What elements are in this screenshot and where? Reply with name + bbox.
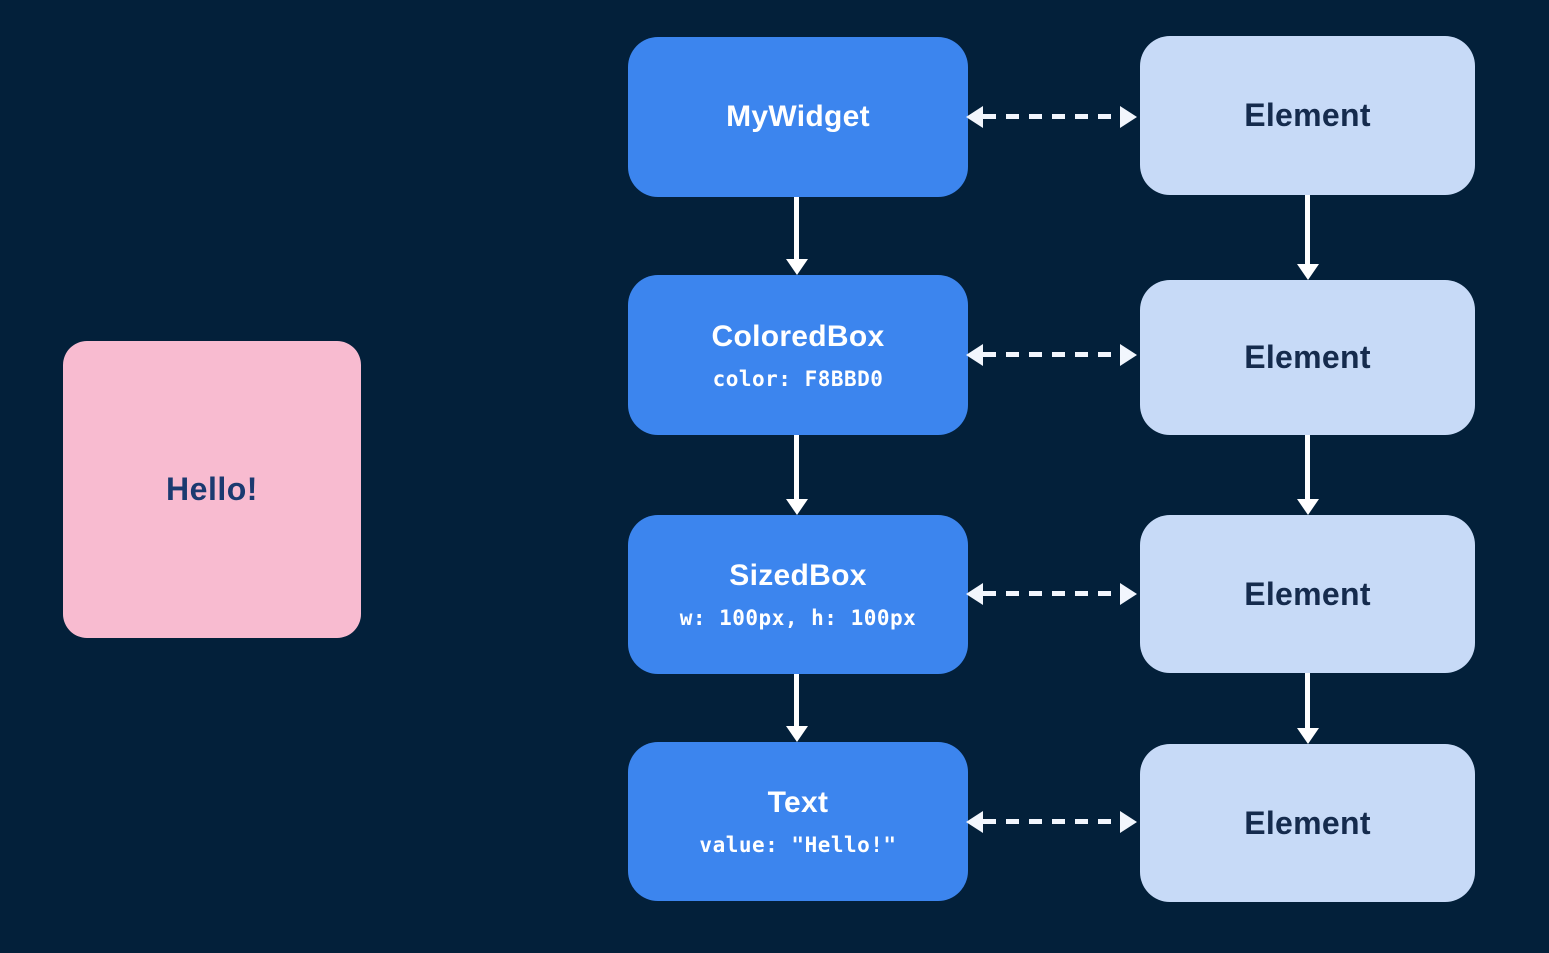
widget-node-title: SizedBox (729, 559, 867, 592)
rendered-output-box: Hello! (63, 341, 361, 638)
widget-child-arrow-3 (794, 674, 799, 726)
widget-node-title: ColoredBox (711, 319, 885, 353)
widget-node-title: MyWidget (726, 100, 870, 133)
element-child-arrow-3 (1305, 673, 1310, 728)
widget-node-coloredbox: ColoredBox color: F8BBD0 (628, 275, 968, 435)
element-node-2: Element (1140, 280, 1475, 435)
widget-node-text: Text value: "Hello!" (628, 742, 968, 901)
widget-node-title: Text (767, 786, 829, 819)
widget-node-mywidget: MyWidget (628, 37, 968, 197)
widget-node-property: value: "Hello!" (699, 833, 897, 857)
element-node-4: Element (1140, 744, 1475, 902)
widget-child-arrow-1 (794, 197, 799, 259)
widget-element-link-arrow-3 (983, 591, 1120, 596)
element-node-3: Element (1140, 515, 1475, 673)
element-node-label: Element (1244, 97, 1371, 133)
widget-element-link-arrow-4 (983, 819, 1120, 824)
element-node-label: Element (1244, 339, 1371, 375)
element-child-arrow-1 (1305, 195, 1310, 264)
hello-text: Hello! (166, 471, 258, 507)
element-node-label: Element (1244, 804, 1371, 841)
widget-child-arrow-2 (794, 435, 799, 499)
element-node-label: Element (1244, 575, 1371, 612)
widget-node-property: color: F8BBD0 (712, 366, 884, 391)
widget-element-link-arrow-1 (983, 114, 1120, 119)
widget-element-link-arrow-2 (983, 352, 1120, 357)
element-child-arrow-2 (1305, 435, 1310, 499)
widget-node-sizedbox: SizedBox w: 100px, h: 100px (628, 515, 968, 674)
widget-node-property: w: 100px, h: 100px (679, 606, 917, 630)
element-node-1: Element (1140, 36, 1475, 195)
